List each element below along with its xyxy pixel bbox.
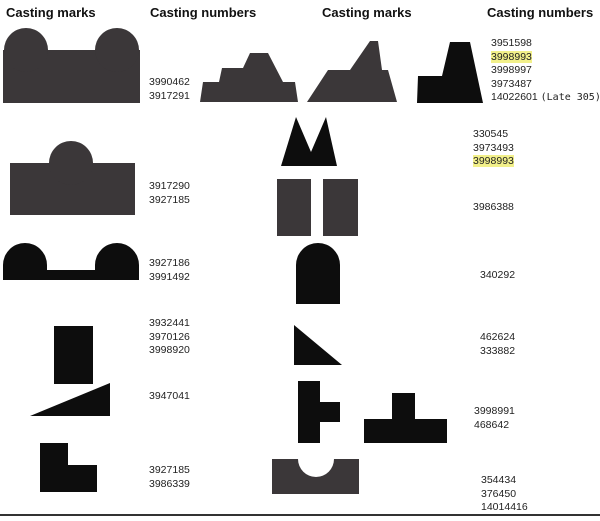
casting-number: 3927185 xyxy=(149,464,190,476)
left-row-2-numbers: 3917290 3927185 xyxy=(149,180,190,207)
left-row-3-numbers: 3927186 3991492 xyxy=(149,257,190,284)
header-casting-numbers-right: Casting numbers xyxy=(487,5,594,20)
mark-vertical-rect xyxy=(54,326,93,384)
casting-number: 3917291 xyxy=(149,89,190,102)
casting-number: 3998991 xyxy=(474,405,515,417)
right-row-2-numbers: 330545 3973493 3998993 xyxy=(473,128,514,169)
casting-number: 3927185 xyxy=(149,193,190,206)
header-casting-marks-right: Casting marks xyxy=(322,5,412,20)
right-row-7-numbers: 354434 376450 14014416 xyxy=(481,474,528,515)
right-row-3-numbers: 3986388 xyxy=(473,201,514,215)
casting-number: 3932441 xyxy=(149,317,190,329)
mark-l-shape xyxy=(40,443,97,492)
casting-number: 468642 xyxy=(474,418,510,431)
casting-number: 3986339 xyxy=(149,477,190,490)
bottom-rule xyxy=(0,514,600,516)
mark-u-notch-block xyxy=(272,459,359,494)
right-row-5-numbers: 462624 333882 xyxy=(480,331,515,358)
right-row-6-numbers: 3998991 468642 xyxy=(474,405,515,432)
mark-twin-bar-right xyxy=(323,179,358,236)
casting-number: 3917290 xyxy=(149,180,190,192)
casting-number: 14014416 xyxy=(481,501,528,513)
casting-number: 3998920 xyxy=(149,344,190,356)
casting-number: 3991492 xyxy=(149,270,190,283)
casting-number: 376450 xyxy=(481,487,517,500)
casting-number: 3951598 xyxy=(491,37,532,49)
mark-twin-peaks xyxy=(281,117,337,166)
casting-number: 354434 xyxy=(481,474,517,486)
header-casting-numbers-left: Casting numbers xyxy=(150,5,257,20)
casting-number: 3973487 xyxy=(491,77,532,90)
mark-side-t xyxy=(298,381,340,443)
right-row-1-numbers: 3951598 3998993 3998997 3973487 14022601… xyxy=(491,37,600,105)
casting-number: 3970126 xyxy=(149,330,190,343)
mark-right-triangle xyxy=(294,325,342,365)
casting-number-highlighted: 3998993 xyxy=(491,50,532,63)
casting-number: 330545 xyxy=(473,128,509,140)
right-row-4-numbers: 340292 xyxy=(480,269,515,283)
casting-number: 3990462 xyxy=(149,76,190,88)
mark-arch xyxy=(296,243,340,304)
casting-number: 3947041 xyxy=(149,390,190,402)
mark-inverted-t xyxy=(364,393,447,443)
mark-tower-step xyxy=(417,42,483,103)
left-row-5-numbers: 3947041 xyxy=(149,390,190,404)
casting-note: (Late 305) xyxy=(540,92,600,103)
mark-center-dome xyxy=(10,141,135,215)
mark-double-bump-bar xyxy=(3,243,139,280)
mark-offset-peak xyxy=(307,41,397,102)
casting-number: 340292 xyxy=(480,269,516,281)
casting-number: 3927186 xyxy=(149,257,190,269)
casting-number: 462624 xyxy=(480,331,516,343)
mark-double-bump-wide xyxy=(3,28,140,103)
mark-stepped-pyramid xyxy=(200,53,298,102)
mark-twin-bar-left xyxy=(277,179,311,236)
casting-number-highlighted: 3998993 xyxy=(473,155,514,167)
left-row-4-numbers: 3932441 3970126 3998920 xyxy=(149,317,190,358)
casting-number: 3986388 xyxy=(473,201,514,213)
casting-number: 14022601 xyxy=(491,91,538,103)
casting-number: 3973493 xyxy=(473,141,514,154)
left-row-6-numbers: 3927185 3986339 xyxy=(149,464,190,491)
casting-number: 3998997 xyxy=(491,64,532,76)
casting-number: 333882 xyxy=(480,344,516,357)
header-casting-marks-left: Casting marks xyxy=(6,5,96,20)
left-row-1-numbers: 3990462 3917291 xyxy=(149,76,190,103)
mark-wedge xyxy=(30,383,110,416)
